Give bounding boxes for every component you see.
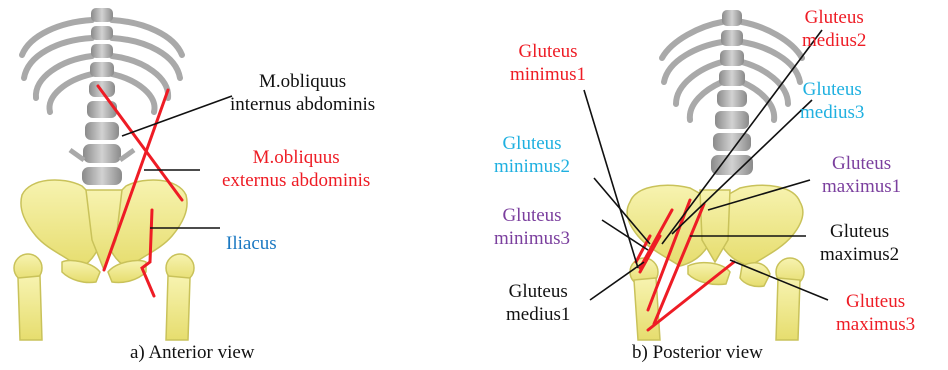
label-line: maximus2 [820,243,899,266]
label-line: minimus3 [494,227,570,250]
label-line: internus abdominis [230,93,375,116]
label-line: Gluteus [802,6,866,29]
posterior-skeleton [584,10,828,340]
anterior-pelvis [14,180,194,340]
label-line: Gluteus [506,280,570,303]
anterior-skeleton [14,8,232,340]
label-line: M.obliquus [230,70,375,93]
caption-anterior: a) Anterior view [130,342,255,364]
label-gluteus-minimus1: Gluteus minimus1 [510,40,586,86]
anterior-spine [70,8,134,185]
label-line: externus abdominis [222,169,370,192]
label-line: Gluteus [800,78,864,101]
label-obliquus-externus: M.obliquus externus abdominis [222,146,370,192]
label-line: minimus2 [494,155,570,178]
label-line: maximus1 [822,175,901,198]
label-gluteus-minimus2: Gluteus minimus2 [494,132,570,178]
label-gluteus-medius2: Gluteus medius2 [802,6,866,52]
label-iliacus: Iliacus [226,232,277,255]
label-line: minimus1 [510,63,586,86]
label-gluteus-medius1: Gluteus medius1 [506,280,570,326]
label-obliquus-internus: M.obliquus internus abdominis [230,70,375,116]
label-line: maximus3 [836,313,915,336]
label-gluteus-medius3: Gluteus medius3 [800,78,864,124]
label-line: Gluteus [836,290,915,313]
label-gluteus-maximus1: Gluteus maximus1 [822,152,901,198]
label-gluteus-maximus2: Gluteus maximus2 [820,220,899,266]
label-line: Gluteus [494,132,570,155]
label-line: Gluteus [510,40,586,63]
label-line: Iliacus [226,232,277,255]
label-line: M.obliquus [222,146,370,169]
caption-posterior: b) Posterior view [632,342,763,364]
label-line: medius2 [802,29,866,52]
label-line: medius1 [506,303,570,326]
label-gluteus-minimus3: Gluteus minimus3 [494,204,570,250]
label-line: Gluteus [494,204,570,227]
label-line: medius3 [800,101,864,124]
label-line: Gluteus [820,220,899,243]
label-line: Gluteus [822,152,901,175]
label-gluteus-maximus3: Gluteus maximus3 [836,290,915,336]
